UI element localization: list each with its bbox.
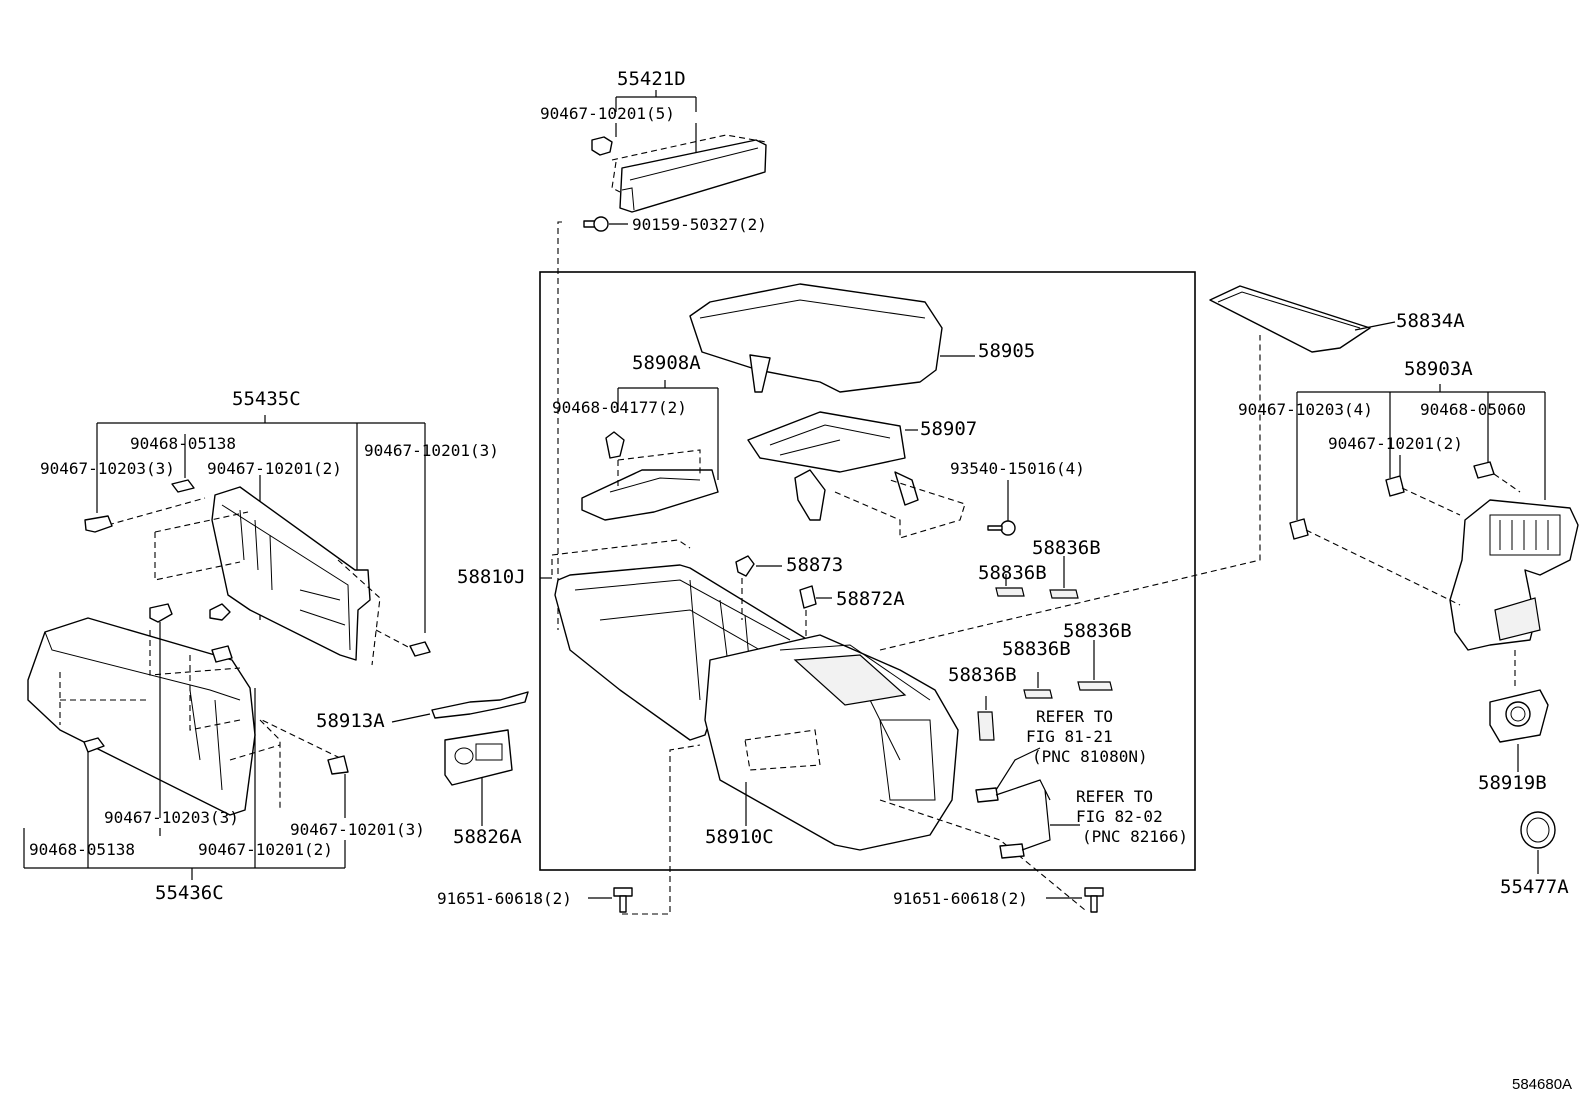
label-90468-05060: 90468-05060 (1420, 400, 1526, 419)
part-58834A (1209, 285, 1371, 353)
connector-ref-82166 (999, 789, 1051, 859)
part-58905 (689, 283, 943, 393)
clip-90467-10201-3-bot (327, 755, 349, 775)
label-58919B: 58919B (1478, 772, 1547, 794)
label-90467-10201-3-bot: 90467-10201(3) (290, 820, 425, 839)
pads-58836B (977, 587, 1113, 741)
label-58836B-1: 58836B (1032, 537, 1101, 559)
label-90468-05138-top: 90468-05138 (130, 434, 236, 453)
part-55477A (1520, 811, 1556, 849)
clip-90467-10201-5 (591, 136, 613, 156)
label-58836B-4: 58836B (1002, 638, 1071, 660)
label-58836B-2: 58836B (978, 562, 1047, 584)
screw-90159-50327 (583, 216, 609, 232)
label-90467-10203-3-top: 90467-10203(3) (40, 459, 175, 478)
label-91651-60618-2-left: 91651-60618(2) (437, 889, 572, 908)
clip-90468-05060 (1473, 461, 1495, 479)
part-58919B (1489, 689, 1549, 743)
label-55477A: 55477A (1500, 876, 1569, 898)
part-58913A (431, 691, 529, 719)
figure-number: 584680A (1512, 1076, 1573, 1093)
label-58910C: 58910C (705, 826, 774, 848)
clip-90468-04177 (605, 431, 625, 459)
screw-93540-15016 (987, 520, 1016, 536)
label-90467-10201-2-right: 90467-10201(2) (1328, 434, 1463, 453)
label-58836B-5: 58836B (948, 664, 1017, 686)
bolt-91651-60618-left (613, 887, 633, 913)
clip-90467-10201-2-right (1385, 475, 1405, 497)
label-90467-10201-2-top: 90467-10201(2) (207, 459, 342, 478)
part-58826A (444, 729, 513, 786)
label-58908A: 58908A (632, 352, 701, 374)
label-58903A: 58903A (1404, 358, 1473, 380)
label-58810J: 58810J (457, 566, 526, 588)
refer-note-1-line2: FIG 81-21 (1026, 727, 1113, 746)
clip-90467-10201-3-top (409, 641, 431, 657)
clip-90468-05138-top (171, 479, 195, 493)
label-90468-05138-bot: 90468-05138 (29, 840, 135, 859)
clip-90468-05138-bot (83, 737, 105, 753)
label-58905: 58905 (978, 340, 1036, 362)
part-55435C (211, 486, 371, 661)
label-90468-04177-2: 90468-04177(2) (552, 398, 687, 417)
part-58908A (581, 469, 719, 521)
label-90467-10201-2-bot: 90467-10201(2) (198, 840, 333, 859)
label-58873: 58873 (786, 554, 844, 576)
clip-58873 (735, 555, 755, 577)
label-58913A: 58913A (316, 710, 385, 732)
console-assembly-frame (539, 271, 1196, 871)
label-90467-10201-5: 90467-10201(5) (540, 104, 675, 123)
part-55421D (619, 139, 767, 213)
label-55421D: 55421D (617, 68, 686, 90)
clip-58872A (799, 585, 817, 609)
part-58907 (747, 411, 919, 521)
part-58910C (704, 634, 959, 851)
clip-90467-10203-3-top (84, 515, 113, 533)
label-55436C: 55436C (155, 882, 224, 904)
label-58836B-3: 58836B (1063, 620, 1132, 642)
label-58834A: 58834A (1396, 310, 1465, 332)
refer-note-2-line2: FIG 82-02 (1076, 807, 1163, 826)
label-58826A: 58826A (453, 826, 522, 848)
label-90467-10203-4: 90467-10203(4) (1238, 400, 1373, 419)
clip-90467-10203-3-bot (149, 603, 173, 623)
label-90159-50327-2: 90159-50327(2) (632, 215, 767, 234)
connector-ref-81080N (975, 787, 999, 803)
label-93540-15016-4: 93540-15016(4) (950, 459, 1085, 478)
label-90467-10201-3-top: 90467-10201(3) (364, 441, 499, 460)
label-55435C: 55435C (232, 388, 301, 410)
label-58907: 58907 (920, 418, 978, 440)
part-58903A (1449, 499, 1579, 651)
refer-note-1-line1: REFER TO (1036, 707, 1114, 726)
label-90467-10203-3-bot: 90467-10203(3) (104, 808, 239, 827)
label-58872A: 58872A (836, 588, 905, 610)
label-91651-60618-2-right: 91651-60618(2) (893, 889, 1028, 908)
refer-note-2-line1: REFER TO (1076, 787, 1154, 806)
clip-90467-10203-4 (1289, 518, 1309, 540)
clip-90467-10201-2-top (209, 603, 231, 621)
bolt-91651-60618-right (1084, 887, 1104, 913)
refer-note-1-line3: (PNC 81080N) (1032, 747, 1148, 766)
refer-note-2-line3: (PNC 82166) (1082, 827, 1188, 846)
clip-90467-10201-2-bot (211, 645, 233, 663)
